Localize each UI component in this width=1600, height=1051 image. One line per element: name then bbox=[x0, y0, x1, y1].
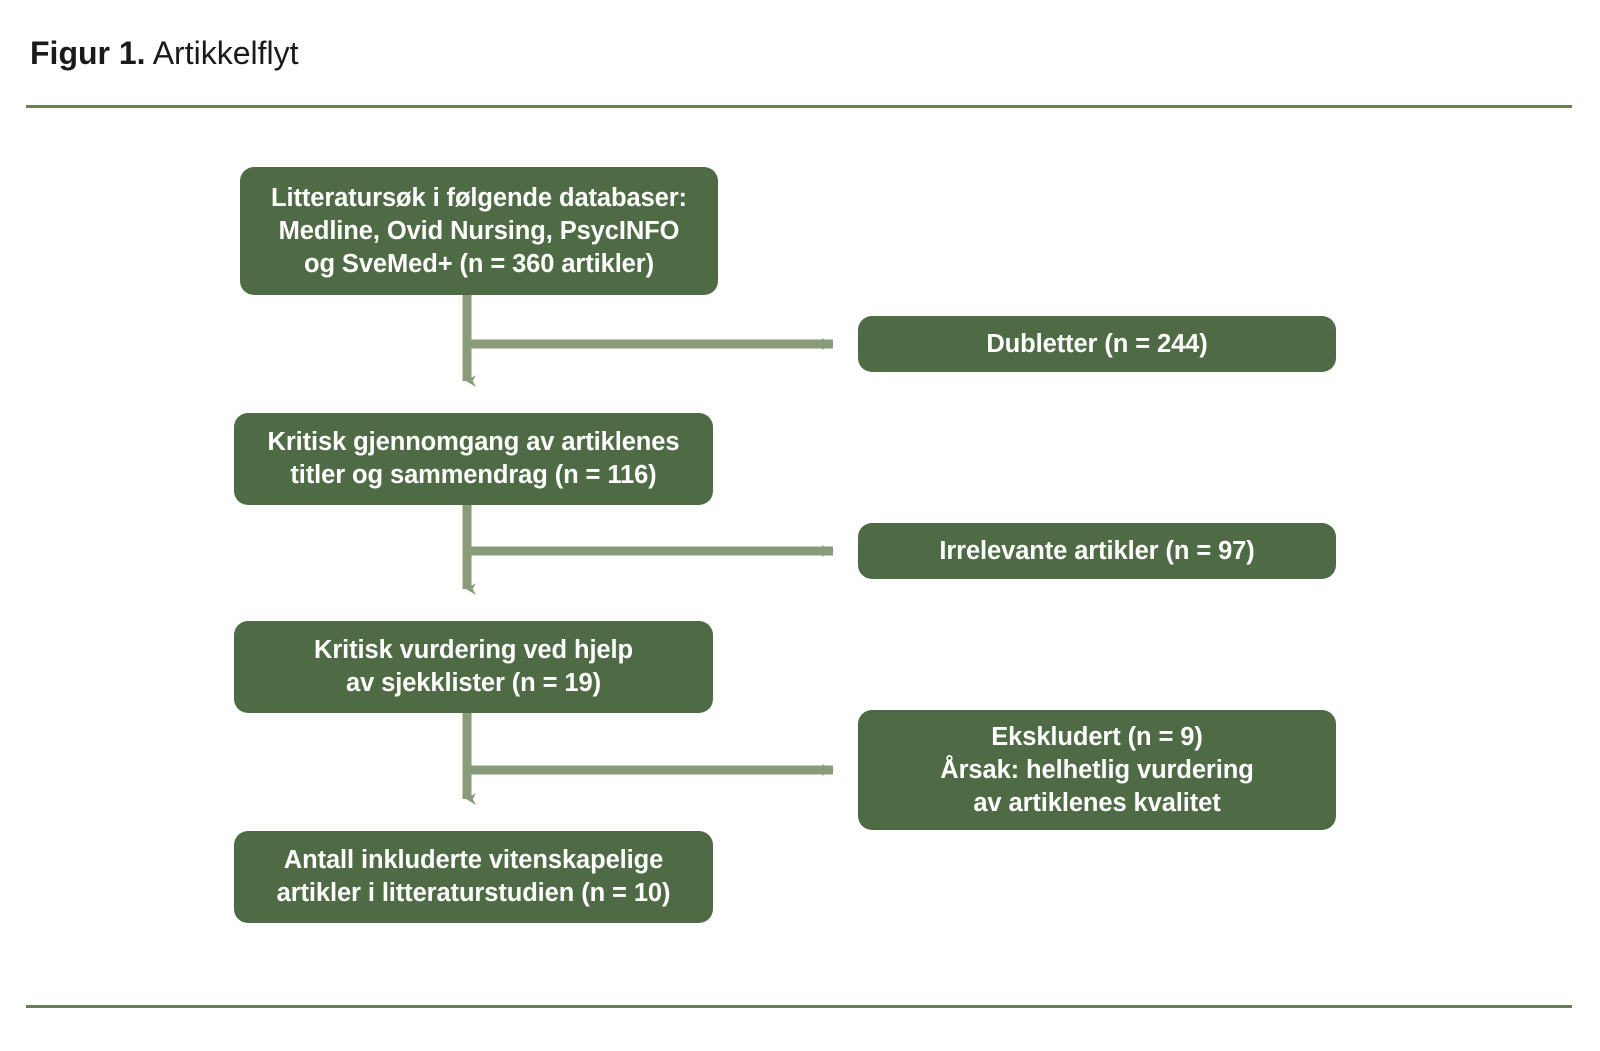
flow-node-duplicates[interactable]: Dubletter (n = 244) bbox=[858, 316, 1336, 372]
flow-node-text: Litteratursøk i følgende databaser: Medl… bbox=[271, 182, 687, 281]
flow-node-title-abstract-screening[interactable]: Kritisk gjennomgang av artiklenes titler… bbox=[234, 413, 713, 505]
flow-node-line: Litteratursøk i følgende databaser: bbox=[271, 183, 687, 212]
flow-node-text: Dubletter (n = 244) bbox=[986, 328, 1207, 361]
flow-node-line: artikler i litteraturstudien (n = 10) bbox=[276, 879, 671, 907]
flow-node-line: og SveMed+ (n = 360 artikler) bbox=[303, 249, 654, 278]
flow-node-line: Kritisk vurdering ved hjelp bbox=[314, 636, 633, 664]
flow-node-line: titler og sammendrag (n = 116) bbox=[290, 461, 657, 489]
flow-node-line: Antall inkluderte vitenskapelige bbox=[283, 846, 664, 874]
flow-node-line: Dubletter (n = 244) bbox=[986, 329, 1208, 358]
flow-node-text: Ekskludert (n = 9) Årsak: helhetlig vurd… bbox=[940, 721, 1253, 820]
flow-node-included-articles[interactable]: Antall inkluderte vitenskapelige artikle… bbox=[234, 831, 713, 923]
flow-node-line: av artiklenes kvalitet bbox=[973, 788, 1221, 817]
flow-node-line: Årsak: helhetlig vurdering bbox=[940, 755, 1254, 784]
flow-node-line: av sjekklister (n = 19) bbox=[346, 669, 601, 697]
flow-node-literature-search[interactable]: Litteratursøk i følgende databaser: Medl… bbox=[240, 167, 718, 295]
flow-node-line: Irrelevante artikler (n = 97) bbox=[939, 536, 1255, 565]
flow-node-text: Kritisk vurdering ved hjelp av sjekklist… bbox=[314, 634, 633, 700]
flow-node-excluded-articles[interactable]: Ekskludert (n = 9) Årsak: helhetlig vurd… bbox=[858, 710, 1336, 830]
flow-node-line: Kritisk gjennomgang av artiklenes bbox=[267, 428, 680, 456]
page-title: Figur 1. Artikkelflyt bbox=[30, 33, 298, 73]
figure-caption: Artikkelflyt bbox=[145, 35, 299, 71]
figure-label: Figur 1. bbox=[30, 35, 146, 71]
flow-node-line: Ekskludert (n = 9) bbox=[991, 722, 1203, 751]
flow-node-text: Kritisk gjennomgang av artiklenes titler… bbox=[268, 426, 680, 492]
divider-top bbox=[26, 105, 1572, 108]
divider-bottom bbox=[26, 1005, 1572, 1008]
flow-node-text: Irrelevante artikler (n = 97) bbox=[939, 535, 1254, 568]
flow-node-quality-appraisal[interactable]: Kritisk vurdering ved hjelp av sjekklist… bbox=[234, 621, 713, 713]
flow-node-line: Medline, Ovid Nursing, PsycINFO bbox=[278, 216, 680, 245]
flow-node-text: Antall inkluderte vitenskapelige artikle… bbox=[277, 844, 671, 910]
flow-node-irrelevant-articles[interactable]: Irrelevante artikler (n = 97) bbox=[858, 523, 1336, 579]
